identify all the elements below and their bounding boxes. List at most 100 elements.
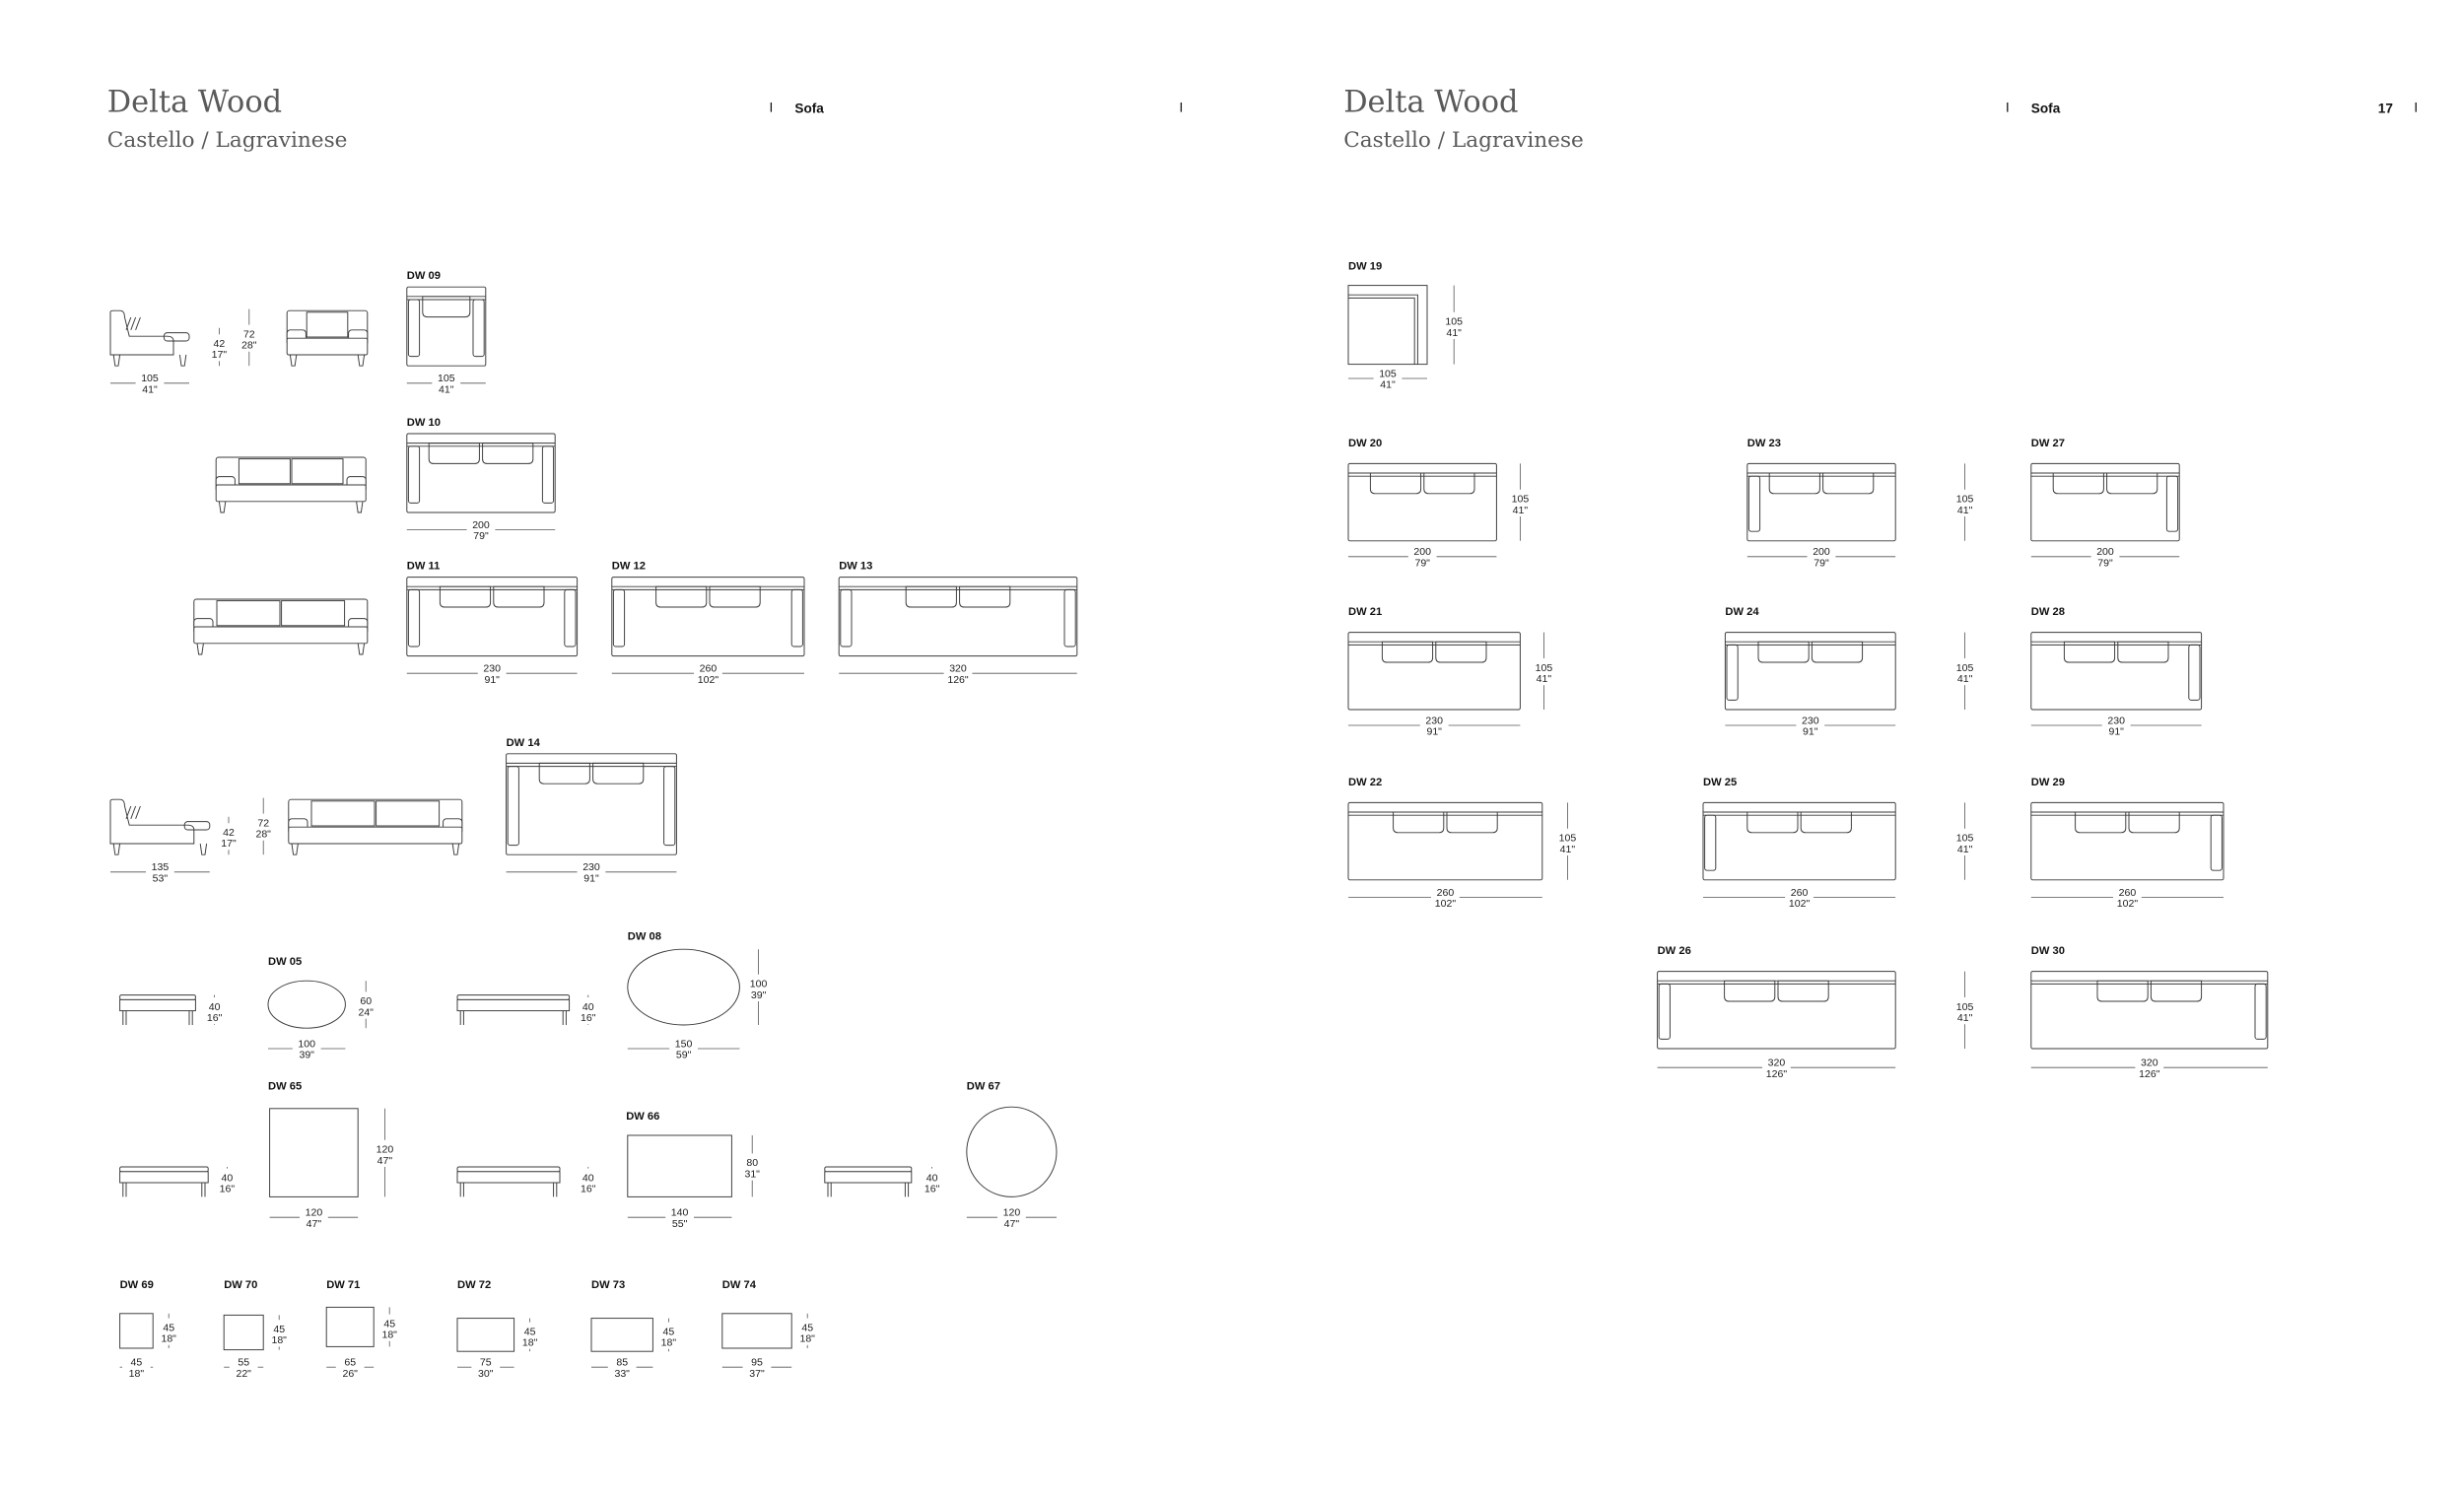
cushion-lines (125, 316, 141, 330)
right-page-header: Delta Wood Castello / Lagravinese Sofa 1… (1343, 86, 2417, 153)
armrest (1747, 475, 1761, 532)
dimension-cm: 140 (671, 1207, 689, 1219)
dimension-inches: 47" (1004, 1218, 1020, 1230)
model-code: DW 08 (628, 931, 661, 943)
dimension-inches: 79" (1414, 557, 1430, 569)
dimension-inches: 16" (581, 1184, 596, 1195)
ottoman-body (456, 998, 571, 1012)
model-code: DW 70 (224, 1279, 257, 1291)
dimension-inches: 33" (614, 1368, 630, 1380)
plan-outline (406, 433, 556, 513)
dimension-inches: 37" (749, 1368, 765, 1380)
model-code: DW 22 (1348, 777, 1382, 788)
dimension-cm: 45 (801, 1322, 813, 1333)
dimension-cm: 80 (746, 1157, 758, 1169)
seat (288, 826, 463, 845)
dimension-inches: 59" (676, 1050, 692, 1061)
armrest (790, 588, 803, 648)
rect-table (627, 1134, 732, 1197)
model-code: DW 69 (120, 1279, 154, 1291)
model-code: DW 09 (407, 270, 441, 282)
seat-cushion (2117, 641, 2169, 663)
seat-cushion (1369, 472, 1422, 495)
dimension-cm: 95 (751, 1357, 763, 1369)
dimension-inches: 41" (1380, 379, 1396, 391)
front-elevation (193, 598, 369, 655)
plan-outline (1347, 632, 1521, 711)
legs (289, 354, 366, 367)
dimension-inches: 53" (153, 872, 169, 884)
ottoman-top (456, 1166, 561, 1173)
back-cushion (216, 600, 281, 627)
dimension-cm: 75 (480, 1357, 492, 1369)
seat-cushion (905, 585, 957, 608)
dimension-cm: 105 (438, 373, 455, 384)
model-code: DW 74 (722, 1279, 757, 1291)
ottoman-top (456, 994, 571, 1000)
armrest (2210, 814, 2223, 871)
seat-cushion (1822, 472, 1875, 495)
dimension-cm: 105 (1379, 368, 1397, 379)
seat-cushion (1811, 641, 1864, 663)
seat (286, 337, 369, 356)
dimension-inches: 41" (142, 383, 158, 395)
dimension-cm: 260 (1791, 887, 1809, 899)
dimension-cm: 200 (1813, 546, 1830, 558)
dimension-inches: 18" (161, 1333, 176, 1345)
dimension-inches: 41" (1957, 1012, 1973, 1024)
ottoman-top (119, 994, 196, 1000)
plan-outline (2030, 971, 2269, 1050)
ottoman-body (119, 1171, 209, 1184)
front-elevation (288, 798, 463, 855)
dimension-inches: 17" (212, 349, 228, 361)
dimension-cm: 200 (2096, 546, 2114, 558)
dimension-cm: 40 (209, 1001, 221, 1013)
side-profile (109, 309, 174, 356)
dimension-inches: 17" (221, 838, 237, 850)
plan-outline (1657, 971, 1896, 1050)
plan-outline (2030, 632, 2203, 711)
model-code: DW 27 (2031, 438, 2065, 449)
sofa-plan (406, 433, 556, 513)
armrest (472, 299, 485, 358)
oval-table (627, 948, 740, 1026)
sofa-plan (838, 577, 1078, 657)
dimension-cm: 45 (524, 1326, 536, 1337)
dimension-cm: 320 (1768, 1057, 1786, 1069)
seat-cushion (1768, 472, 1820, 495)
seat-cushion (1435, 641, 1487, 663)
page-title: Delta Wood (1343, 86, 1518, 120)
ottoman-elevation (456, 1166, 561, 1197)
dimension-cm: 230 (2107, 715, 2125, 726)
sofa-plan (2030, 632, 2203, 711)
dimension-inches: 18" (381, 1330, 397, 1341)
dimension-inches: 41" (1560, 844, 1576, 855)
sofa-plan (1724, 632, 1896, 711)
side-table (590, 1318, 653, 1352)
dimension-inches: 41" (439, 383, 454, 395)
legs (122, 1183, 206, 1197)
dimension-cm: 120 (306, 1207, 323, 1219)
seat-cushion (2052, 472, 2104, 495)
dimension-cm: 230 (582, 861, 600, 873)
ottoman-body (824, 1171, 913, 1184)
dimension-cm: 105 (141, 373, 159, 384)
model-code: DW 71 (326, 1279, 360, 1291)
legs (218, 501, 364, 513)
side-table (325, 1306, 375, 1347)
seat-cushion (959, 585, 1011, 608)
side-table (721, 1313, 792, 1349)
sofa-plan (406, 577, 579, 657)
dimension-cm: 45 (383, 1318, 395, 1330)
seat (215, 484, 367, 503)
model-code: DW 73 (591, 1279, 625, 1291)
armrest (2254, 983, 2267, 1040)
dimension-cm: 200 (1413, 546, 1431, 558)
model-code: DW 66 (626, 1111, 659, 1123)
plan-outline (2030, 801, 2224, 881)
sofa-plan (1347, 801, 1543, 881)
armrest (407, 299, 421, 358)
ottoman-elevation (824, 1166, 913, 1197)
seat-cushion (422, 296, 471, 318)
section-label: Sofa (2031, 101, 2061, 115)
